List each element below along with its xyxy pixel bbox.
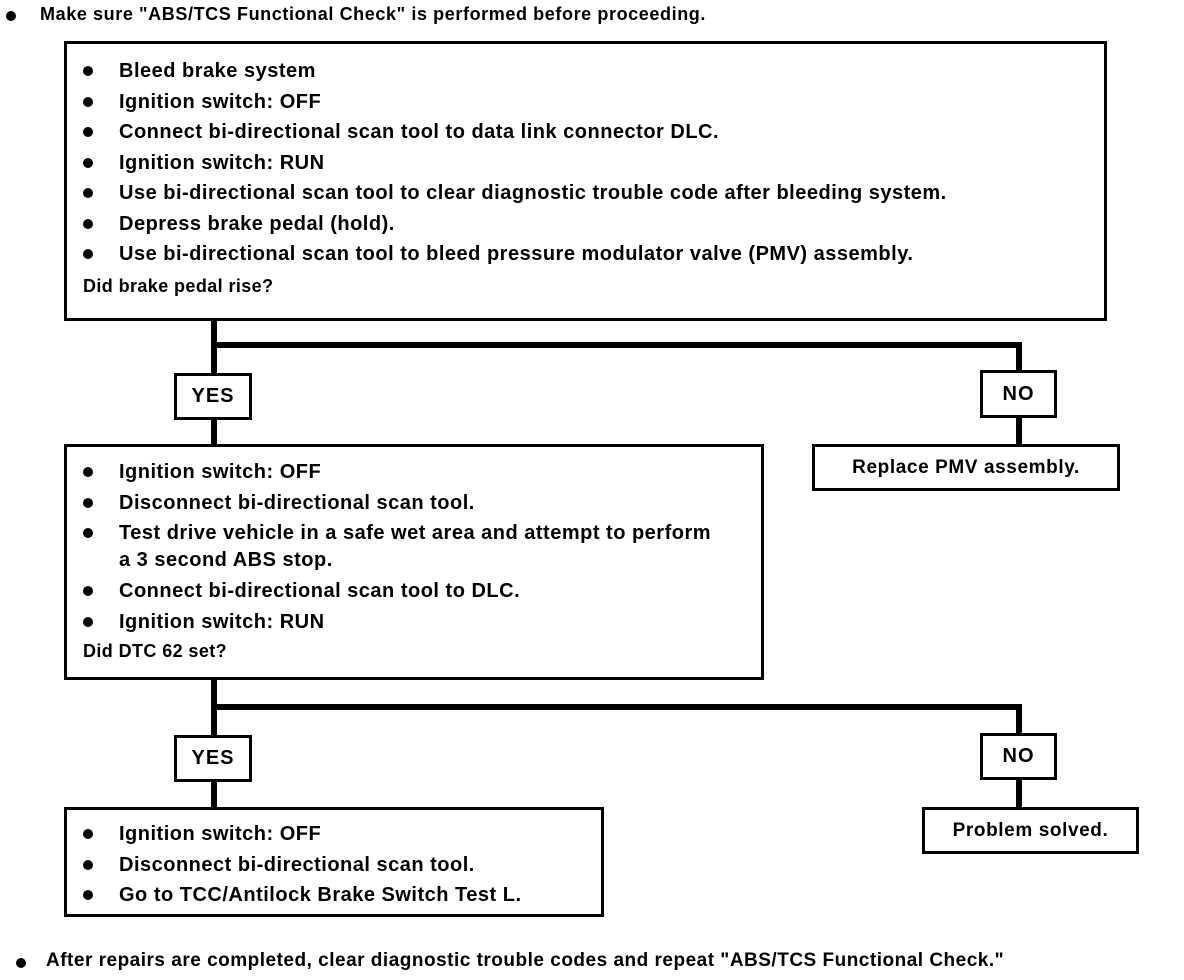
connector-line bbox=[211, 342, 1022, 348]
step2-item: Disconnect bi-directional scan tool. bbox=[67, 488, 761, 519]
branch2-no-result-text: Problem solved. bbox=[952, 819, 1109, 841]
connector-line bbox=[211, 418, 217, 446]
branch2-yes-label: YES bbox=[174, 735, 252, 782]
step1-item: Ignition switch: OFF bbox=[67, 87, 1104, 118]
step1-item: Ignition switch: RUN bbox=[67, 148, 1104, 179]
header-bullet-icon bbox=[6, 11, 16, 21]
step2-item: Connect bi-directional scan tool to DLC. bbox=[67, 576, 761, 607]
branch2-no-result: Problem solved. bbox=[922, 807, 1139, 854]
footer-bullet-icon bbox=[16, 958, 26, 968]
branch1-no-label: NO bbox=[980, 370, 1057, 418]
step1-box: Bleed brake system Ignition switch: OFF … bbox=[64, 41, 1107, 321]
step1-item: Use bi-directional scan tool to clear di… bbox=[67, 178, 1104, 209]
step2-item: Ignition switch: OFF bbox=[67, 457, 761, 488]
step2-list: Ignition switch: OFF Disconnect bi-direc… bbox=[67, 457, 761, 637]
step1-question: Did brake pedal rise? bbox=[83, 275, 274, 296]
connector-line bbox=[211, 780, 217, 809]
connector-line bbox=[1016, 342, 1022, 373]
branch1-no-result: Replace PMV assembly. bbox=[812, 444, 1120, 491]
connector-line bbox=[1016, 704, 1022, 736]
branch2-no-label: NO bbox=[980, 733, 1057, 780]
step3-item: Disconnect bi-directional scan tool. bbox=[67, 850, 601, 881]
step2-item: Ignition switch: RUN bbox=[67, 607, 761, 638]
step3-item: Go to TCC/Antilock Brake Switch Test L. bbox=[67, 880, 601, 911]
connector-line bbox=[1016, 416, 1022, 446]
step1-item: Connect bi-directional scan tool to data… bbox=[67, 117, 1104, 148]
step2-question: Did DTC 62 set? bbox=[83, 641, 228, 661]
footer-note: After repairs are completed, clear diagn… bbox=[46, 950, 1005, 971]
connector-line bbox=[211, 704, 1022, 710]
header-note: Make sure "ABS/TCS Functional Check" is … bbox=[40, 4, 707, 24]
branch1-no-result-text: Replace PMV assembly. bbox=[852, 456, 1080, 478]
step1-item: Bleed brake system bbox=[67, 56, 1104, 87]
step2-box: Ignition switch: OFF Disconnect bi-direc… bbox=[64, 444, 764, 680]
step3-item: Ignition switch: OFF bbox=[67, 819, 601, 850]
step3-box: Ignition switch: OFF Disconnect bi-direc… bbox=[64, 807, 604, 917]
step1-list: Bleed brake system Ignition switch: OFF … bbox=[67, 56, 1104, 270]
step1-item: Use bi-directional scan tool to bleed pr… bbox=[67, 239, 1104, 270]
branch1-yes-label: YES bbox=[174, 373, 252, 420]
step3-list: Ignition switch: OFF Disconnect bi-direc… bbox=[67, 819, 601, 911]
step2-item: Test drive vehicle in a safe wet area an… bbox=[67, 518, 761, 576]
step1-item: Depress brake pedal (hold). bbox=[67, 209, 1104, 240]
connector-line bbox=[1016, 778, 1022, 809]
